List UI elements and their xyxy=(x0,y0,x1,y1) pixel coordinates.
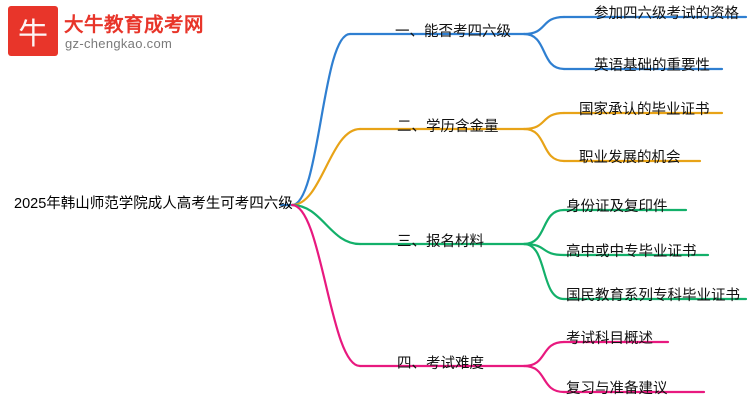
branch-node-2[interactable]: 二、学历含金量 xyxy=(397,119,499,135)
edge-branch-2-leaf-2 xyxy=(522,127,566,163)
daniu-logo-mark: 牛 xyxy=(8,6,58,56)
branch-node-3[interactable]: 三、报名材料 xyxy=(397,234,484,250)
site-logo: 牛 大牛教育成考网 gz-chengkao.com xyxy=(8,6,223,62)
logo-title: 大牛教育成考网 xyxy=(64,14,205,36)
edge-root-branch-2 xyxy=(290,127,362,207)
edge-branch-1-leaf-2 xyxy=(522,32,566,71)
leaf-node-3-2[interactable]: 高中或中专毕业证书 xyxy=(566,244,697,260)
logo-mark-glyph: 牛 xyxy=(18,18,48,51)
leaf-node-2-1[interactable]: 国家承认的毕业证书 xyxy=(579,102,710,118)
edge-branch-3-leaf-3 xyxy=(522,242,566,301)
edge-branch-2-leaf-1 xyxy=(522,111,566,131)
leaf-node-1-1[interactable]: 参加四六级考试的资格 xyxy=(594,6,739,22)
edge-branch-1-leaf-1 xyxy=(522,15,566,36)
edge-root-branch-3 xyxy=(290,203,362,246)
edge-branch-3-leaf-1 xyxy=(522,208,566,246)
edge-branch-4-leaf-2 xyxy=(522,364,566,394)
mindmap-root-node[interactable]: 2025年韩山师范学院成人高考生可考四六级 xyxy=(14,196,293,212)
branch-node-1[interactable]: 一、能否考四六级 xyxy=(395,24,511,40)
leaf-node-4-2[interactable]: 复习与准备建议 xyxy=(566,381,668,397)
leaf-node-3-3[interactable]: 国民教育系列专科毕业证书 xyxy=(566,288,740,304)
leaf-node-2-2[interactable]: 职业发展的机会 xyxy=(579,150,681,166)
leaf-node-3-1[interactable]: 身份证及复印件 xyxy=(566,199,668,215)
edge-root-branch-1 xyxy=(290,32,352,207)
edge-root-branch-4 xyxy=(290,203,362,368)
branch-node-4[interactable]: 四、考试难度 xyxy=(397,356,484,372)
leaf-node-4-1[interactable]: 考试科目概述 xyxy=(566,331,653,347)
leaf-node-1-2[interactable]: 英语基础的重要性 xyxy=(594,58,710,74)
edge-branch-4-leaf-1 xyxy=(522,340,566,368)
logo-subtitle: gz-chengkao.com xyxy=(65,36,173,51)
